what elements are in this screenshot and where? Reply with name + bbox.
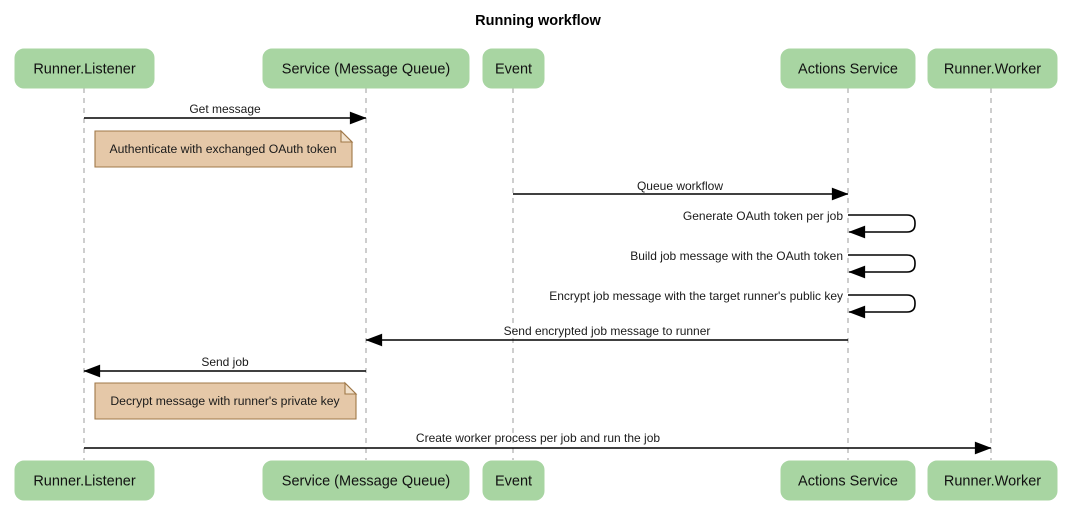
- note-label: Authenticate with exchanged OAuth token: [110, 142, 337, 156]
- note-authenticate-note: Authenticate with exchanged OAuth token: [94, 129, 354, 168]
- participant-label: Actions Service: [798, 62, 898, 78]
- message-send-job[interactable]: Send job: [83, 355, 366, 378]
- participant-box: [482, 48, 545, 89]
- participant-header-service_mq[interactable]: Service (Message Queue): [262, 48, 470, 89]
- participant-label: Actions Service: [798, 474, 898, 490]
- note-decrypt-note: Decrypt message with runner's private ke…: [94, 381, 358, 420]
- participant-label: Service (Message Queue): [282, 62, 450, 78]
- message-label: Encrypt job message with the target runn…: [549, 289, 843, 303]
- participant-label: Runner.Worker: [944, 474, 1041, 490]
- participant-header-runner_listener[interactable]: Runner.Listener: [14, 48, 155, 89]
- message-label: Generate OAuth token per job: [683, 209, 843, 223]
- participant-footer-runner_listener[interactable]: Runner.Listener: [14, 460, 155, 501]
- participant-header-actions_service[interactable]: Actions Service: [780, 48, 916, 89]
- participant-box: [780, 460, 916, 501]
- participant-footer-service_mq[interactable]: Service (Message Queue): [262, 460, 470, 501]
- participant-box: [780, 48, 916, 89]
- message-self-loop-path: [848, 214, 916, 239]
- message-label: Create worker process per job and run th…: [416, 431, 660, 445]
- message-queue-workflow[interactable]: Queue workflow: [513, 179, 849, 201]
- participant-box: [262, 48, 470, 89]
- page-title: Running workflow: [475, 13, 601, 29]
- message-encrypt-job-message[interactable]: Encrypt job message with the target runn…: [549, 289, 916, 319]
- message-create-worker-process[interactable]: Create worker process per job and run th…: [84, 431, 992, 455]
- note-body: [94, 130, 353, 168]
- note-body: [94, 382, 357, 420]
- participant-label: Runner.Worker: [944, 62, 1041, 78]
- participant-footer-actions_service[interactable]: Actions Service: [780, 460, 916, 501]
- participant-footer-runner_worker[interactable]: Runner.Worker: [927, 460, 1058, 501]
- notes-group: Authenticate with exchanged OAuth tokenD…: [94, 129, 358, 420]
- participant-label: Service (Message Queue): [282, 474, 450, 490]
- message-label: Queue workflow: [637, 179, 723, 193]
- participant-header-runner_worker[interactable]: Runner.Worker: [927, 48, 1058, 89]
- participant-box: [14, 48, 155, 89]
- note-fold-corner: [344, 381, 358, 395]
- message-label: Get message: [189, 102, 261, 116]
- note-label: Decrypt message with runner's private ke…: [110, 394, 340, 408]
- participant-label: Runner.Listener: [33, 474, 136, 490]
- lifelines-group: [83, 88, 992, 460]
- message-build-job-message[interactable]: Build job message with the OAuth token: [630, 249, 916, 279]
- participant-label: Event: [495, 474, 532, 490]
- participant-header-event[interactable]: Event: [482, 48, 545, 89]
- participant-footer-event[interactable]: Event: [482, 460, 545, 501]
- participant-box: [927, 48, 1058, 89]
- message-label: Send encrypted job message to runner: [504, 324, 711, 338]
- message-label: Build job message with the OAuth token: [630, 249, 843, 263]
- participant-label: Runner.Listener: [33, 62, 136, 78]
- message-self-loop-path: [848, 254, 916, 279]
- participant-label: Event: [495, 62, 532, 78]
- message-generate-oauth-token[interactable]: Generate OAuth token per job: [683, 209, 916, 239]
- participant-box: [482, 460, 545, 501]
- message-get-message[interactable]: Get message: [84, 102, 367, 125]
- message-send-encrypted-job-message[interactable]: Send encrypted job message to runner: [365, 324, 848, 347]
- participant-box: [262, 460, 470, 501]
- note-fold-corner: [340, 129, 354, 143]
- participant-box: [927, 460, 1058, 501]
- message-label: Send job: [201, 355, 249, 369]
- participant-box: [14, 460, 155, 501]
- message-self-loop-path: [848, 294, 916, 319]
